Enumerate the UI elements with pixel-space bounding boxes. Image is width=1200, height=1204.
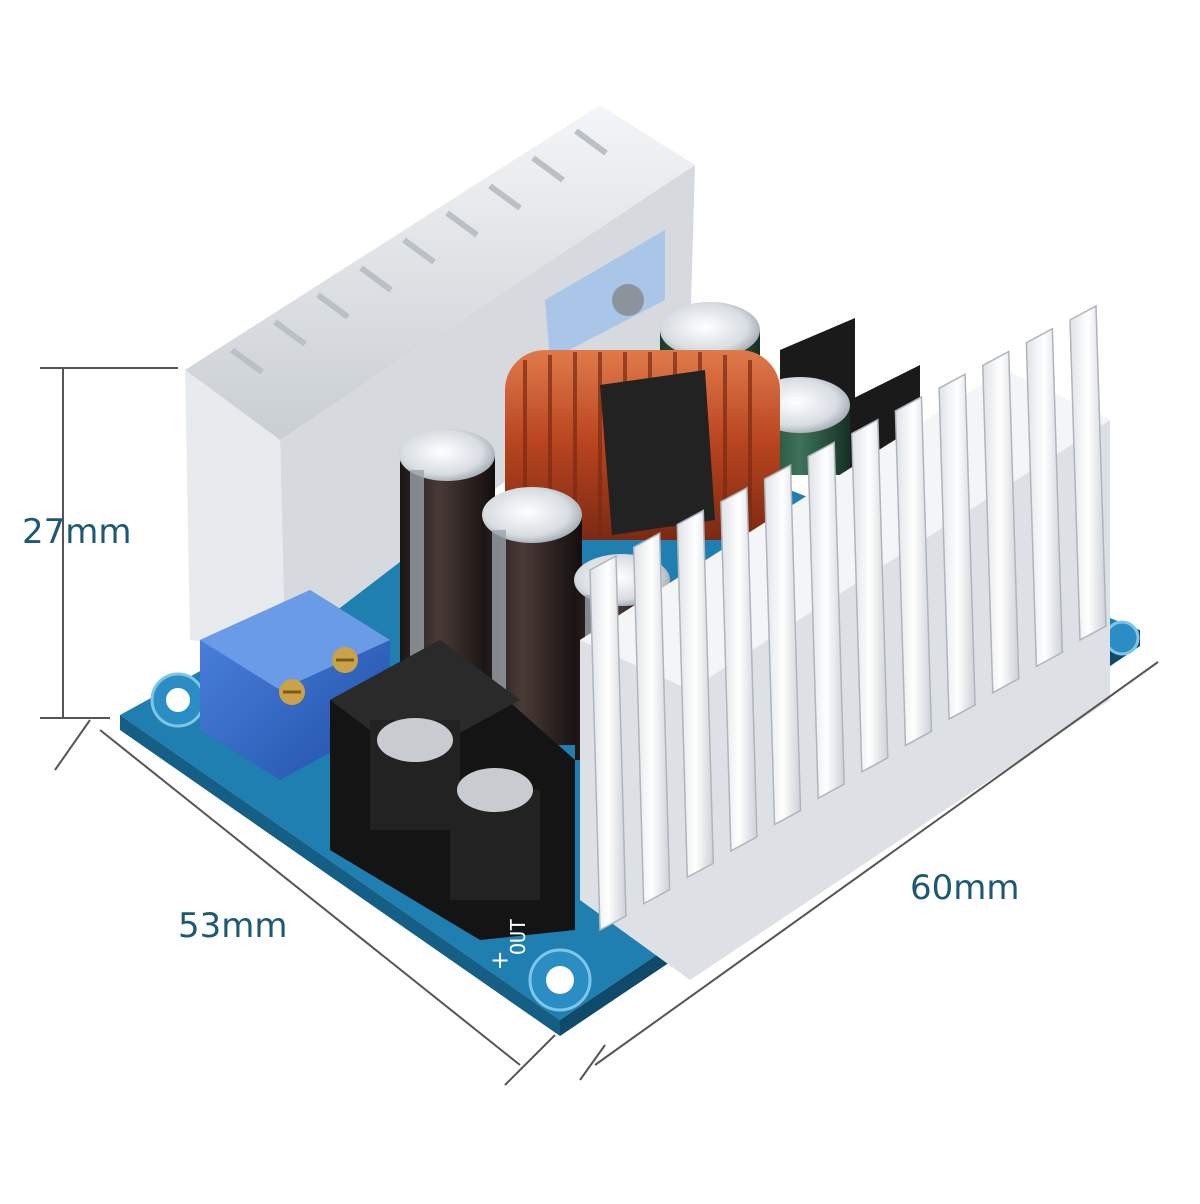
terminal-screw-icon [450, 768, 540, 900]
heatsink-fin [632, 532, 671, 905]
output-silkscreen-label: OUT [506, 919, 530, 955]
mounting-hole [1104, 620, 1140, 656]
heatsink-fin [589, 554, 627, 932]
capacitor-dark-2 [482, 487, 582, 745]
heatsink-fin [938, 372, 976, 721]
mosfet-thermal-pad [545, 230, 665, 360]
heatsink-fin [1069, 304, 1107, 642]
mounting-hole [528, 948, 592, 1012]
heatsink-fin [894, 395, 933, 747]
terminal-screw-icon [370, 718, 460, 830]
heatsink-fin [763, 463, 802, 826]
heatsink-fin [981, 350, 1020, 694]
heatsink-fin [676, 509, 715, 879]
width-dimension-label: 60mm [910, 868, 1020, 908]
heatsink-fin [1025, 327, 1064, 668]
heatsink-fin [807, 441, 845, 800]
mounting-hole [150, 672, 206, 728]
inductor-coil [505, 350, 780, 540]
dimension-lines [40, 367, 1159, 1086]
depth-dimension-label: 53mm [178, 906, 288, 946]
heatsink-fin [720, 486, 758, 853]
heatsink-right [580, 304, 1110, 980]
screw-terminal-block [330, 640, 575, 940]
height-dimension-label: 27mm [22, 512, 132, 552]
capacitor-dark-1 [399, 429, 495, 675]
heatsink-fin [851, 418, 889, 774]
plus-silkscreen-label: + [490, 946, 510, 974]
